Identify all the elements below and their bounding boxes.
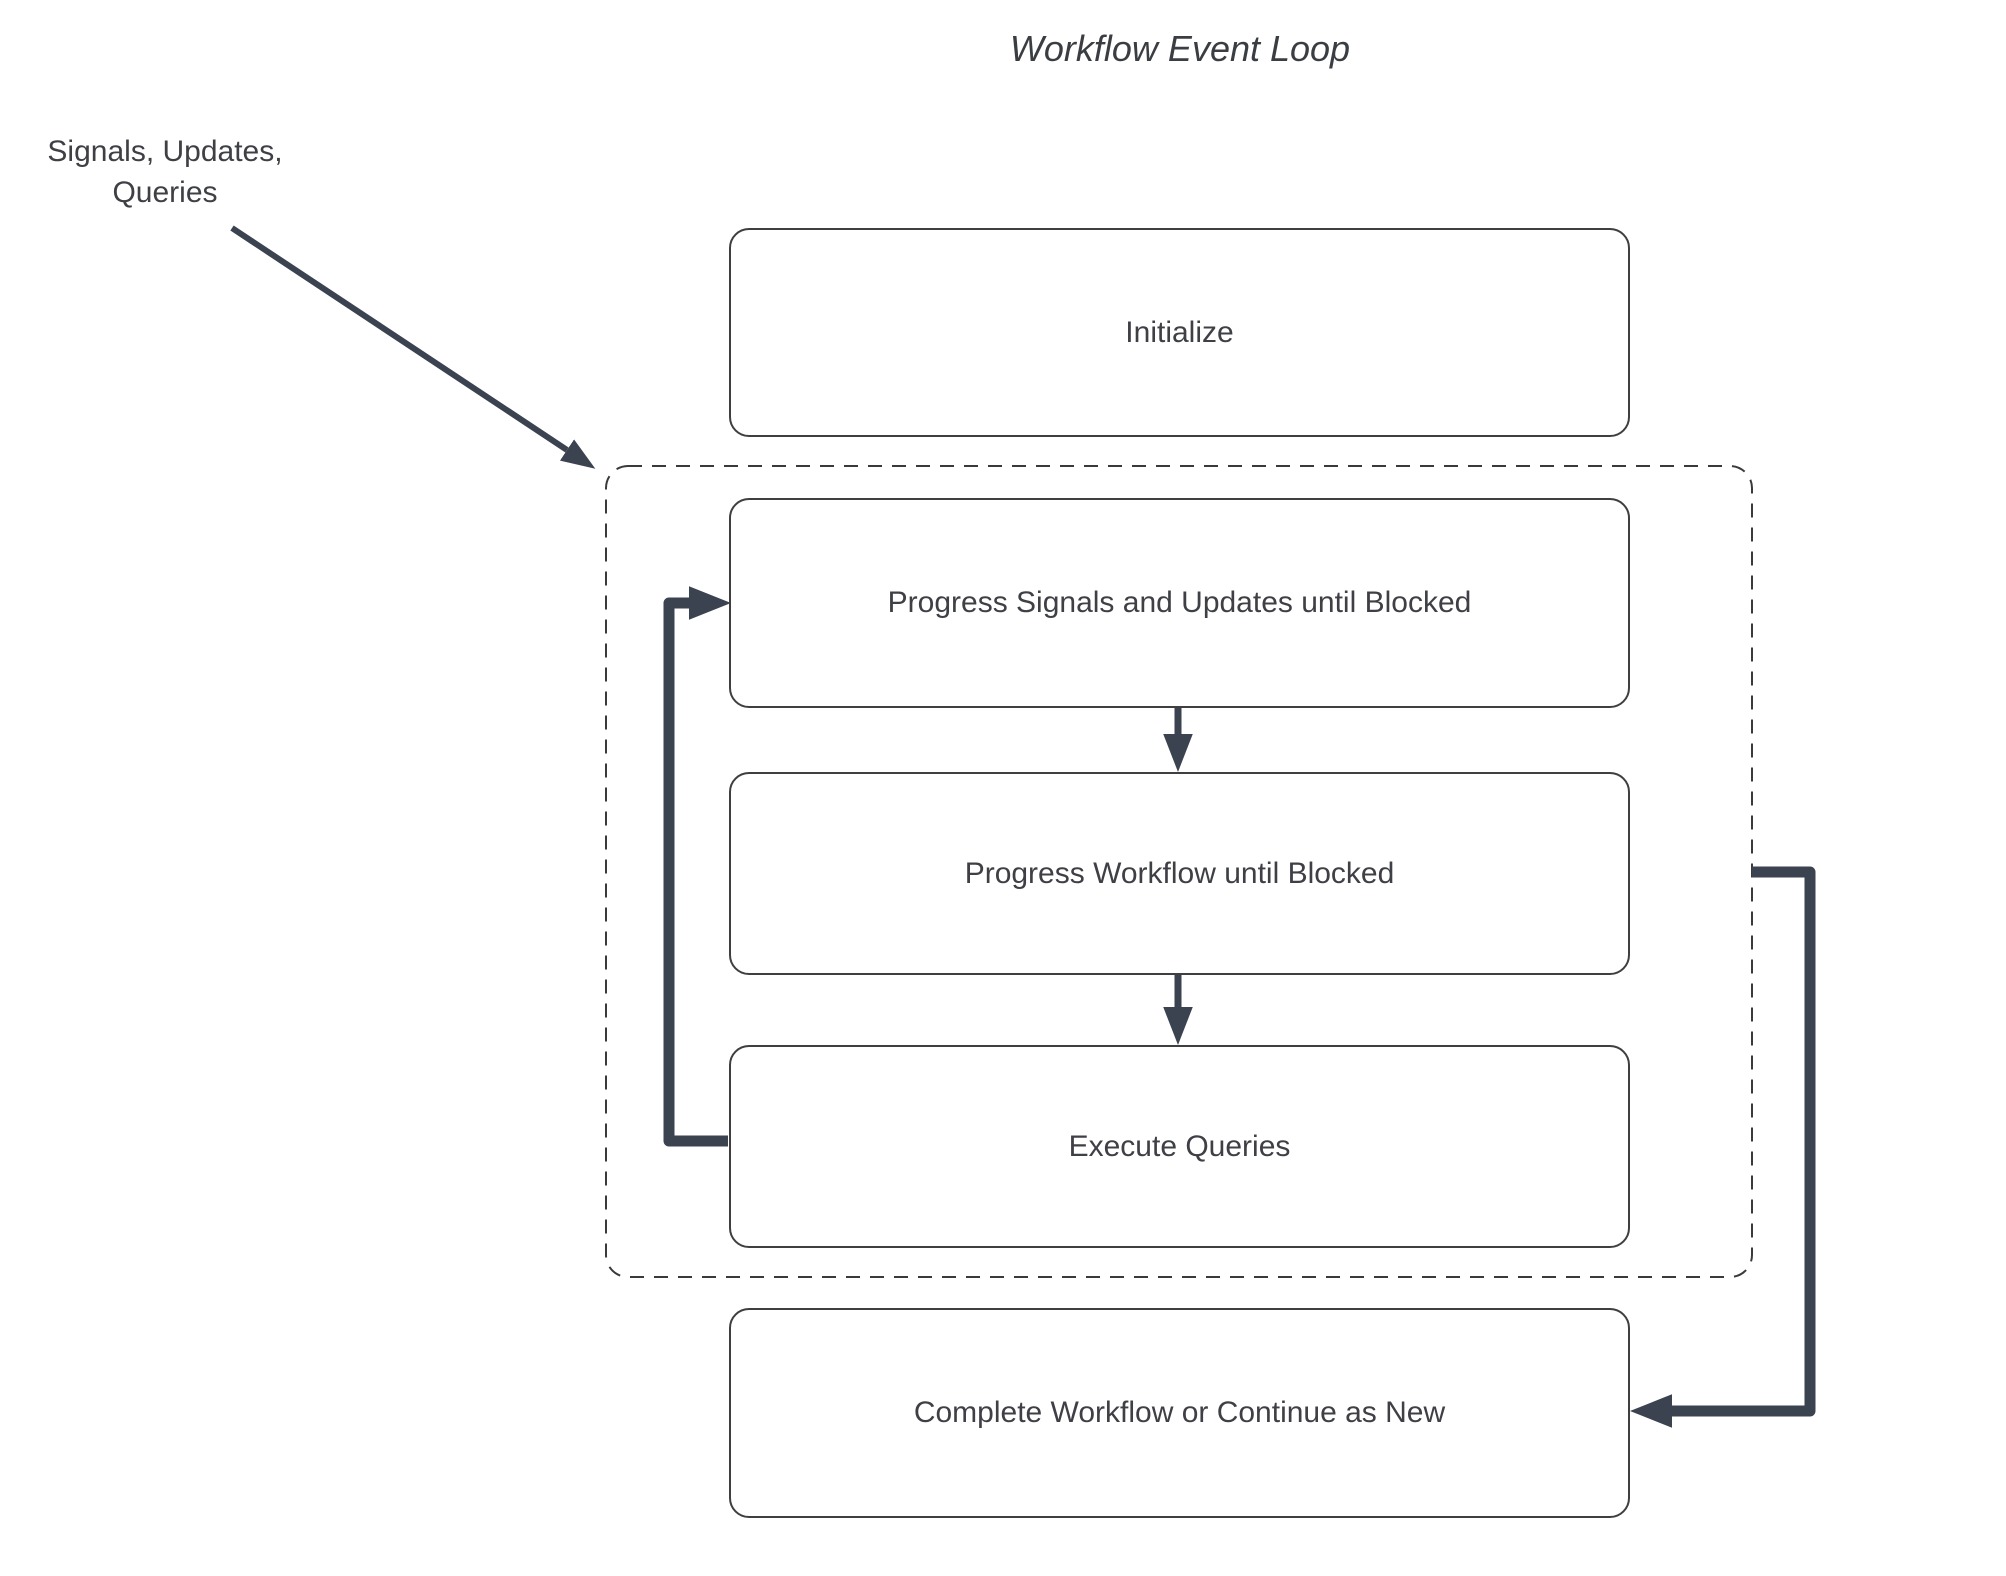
exit-to-complete-arrow — [1630, 866, 1816, 1428]
signals-input-arrow — [230, 225, 596, 469]
node-complete-workflow: Complete Workflow or Continue as New — [729, 1308, 1630, 1518]
diagram-title: Workflow Event Loop — [1009, 28, 1351, 69]
signals-updates-queries-label: Signals, Updates, Queries — [47, 135, 283, 209]
node-initialize: Initialize — [729, 228, 1630, 437]
node-progress-workflow: Progress Workflow until Blocked — [729, 772, 1630, 975]
node-progress-workflow-label: Progress Workflow until Blocked — [964, 856, 1395, 890]
node-execute-queries-label: Execute Queries — [1068, 1129, 1291, 1163]
loop-back-arrow — [663, 586, 731, 1147]
node-initialize-label: Initialize — [1125, 315, 1234, 349]
node-complete-workflow-label: Complete Workflow or Continue as New — [913, 1396, 1446, 1429]
node-progress-signals-updates-label: Progress Signals and Updates until Block… — [887, 586, 1472, 619]
node-progress-signals-updates: Progress Signals and Updates until Block… — [729, 498, 1630, 708]
node-execute-queries: Execute Queries — [729, 1045, 1630, 1248]
